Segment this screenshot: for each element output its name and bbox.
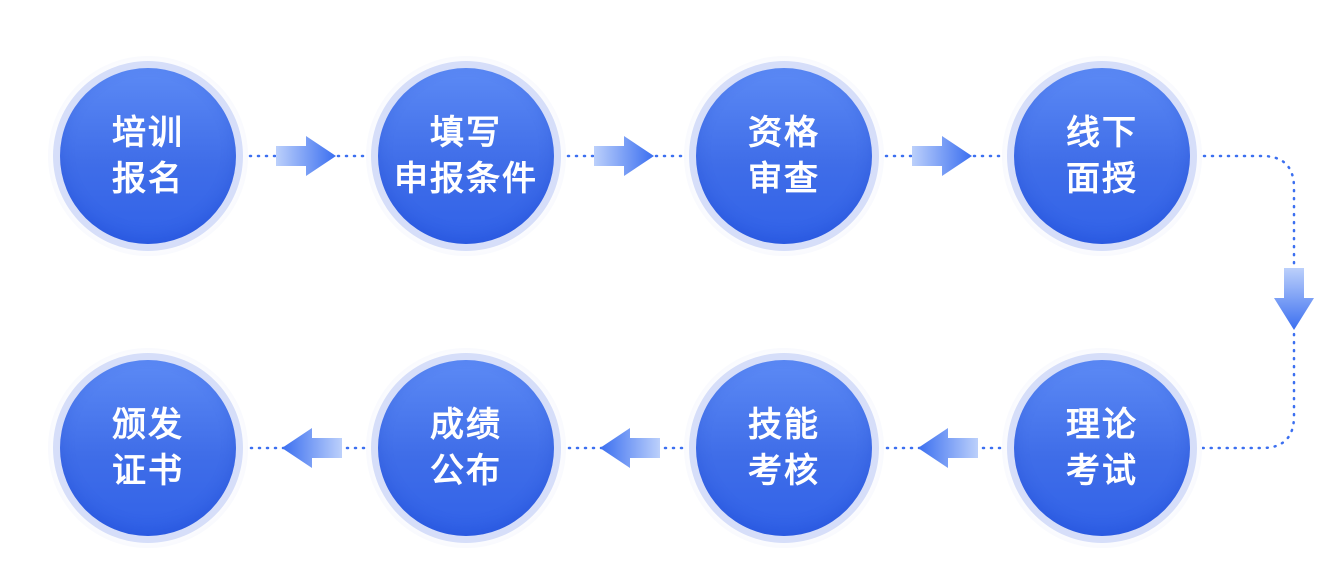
- step-label-line1: 线下: [1066, 113, 1138, 153]
- step-ring: 颁发证书: [53, 353, 243, 543]
- step-node: 理论考试: [1002, 348, 1202, 548]
- step-label: 理论考试: [1066, 402, 1138, 494]
- step-label-line1: 培训: [112, 113, 184, 153]
- step-label-line2: 公布: [430, 451, 502, 491]
- step-ring: 成绩公布: [371, 353, 561, 543]
- step-circle: 成绩公布: [378, 360, 554, 536]
- step-ring: 培训报名: [53, 61, 243, 251]
- step-label-line1: 技能: [748, 405, 820, 445]
- step-label: 成绩公布: [430, 402, 502, 494]
- step-label: 技能考核: [748, 402, 820, 494]
- step-ring: 理论考试: [1007, 353, 1197, 543]
- step-label-line1: 资格: [748, 113, 820, 153]
- step-label-line2: 考试: [1066, 451, 1138, 491]
- step-label-line2: 报名: [112, 159, 184, 199]
- arrow-down-icon: [1274, 268, 1314, 330]
- step-node: 技能考核: [684, 348, 884, 548]
- step-node: 填写申报条件: [366, 56, 566, 256]
- step-label-line1: 理论: [1066, 405, 1138, 445]
- arrow-right-icon: [276, 136, 336, 176]
- step-label-line2: 申报条件: [394, 159, 538, 199]
- step-node: 资格审查: [684, 56, 884, 256]
- step-circle: 线下面授: [1014, 68, 1190, 244]
- step-circle: 技能考核: [696, 360, 872, 536]
- step-circle: 资格审查: [696, 68, 872, 244]
- step-label-line1: 成绩: [430, 405, 502, 445]
- step-ring: 资格审查: [689, 61, 879, 251]
- step-label-line2: 考核: [748, 451, 820, 491]
- step-label-line2: 面授: [1066, 159, 1138, 199]
- step-node: 培训报名: [48, 56, 248, 256]
- step-label: 线下面授: [1066, 110, 1138, 202]
- step-label: 颁发证书: [112, 402, 184, 494]
- arrow-right-icon: [912, 136, 972, 176]
- step-circle: 颁发证书: [60, 360, 236, 536]
- step-node: 颁发证书: [48, 348, 248, 548]
- arrow-left-icon: [600, 428, 660, 468]
- step-node: 线下面授: [1002, 56, 1202, 256]
- step-label-line2: 审查: [748, 159, 820, 199]
- arrow-left-icon: [282, 428, 342, 468]
- step-label: 填写申报条件: [394, 110, 538, 202]
- step-circle: 培训报名: [60, 68, 236, 244]
- step-ring: 线下面授: [1007, 61, 1197, 251]
- step-label-line1: 颁发: [112, 405, 184, 445]
- step-node: 成绩公布: [366, 348, 566, 548]
- step-label-line2: 证书: [112, 451, 184, 491]
- step-ring: 填写申报条件: [371, 61, 561, 251]
- step-circle: 理论考试: [1014, 360, 1190, 536]
- arrow-right-icon: [594, 136, 654, 176]
- step-circle: 填写申报条件: [378, 68, 554, 244]
- step-ring: 技能考核: [689, 353, 879, 543]
- step-label: 资格审查: [748, 110, 820, 202]
- step-label-line1: 填写: [430, 113, 502, 153]
- arrow-left-icon: [918, 428, 978, 468]
- step-label: 培训报名: [112, 110, 184, 202]
